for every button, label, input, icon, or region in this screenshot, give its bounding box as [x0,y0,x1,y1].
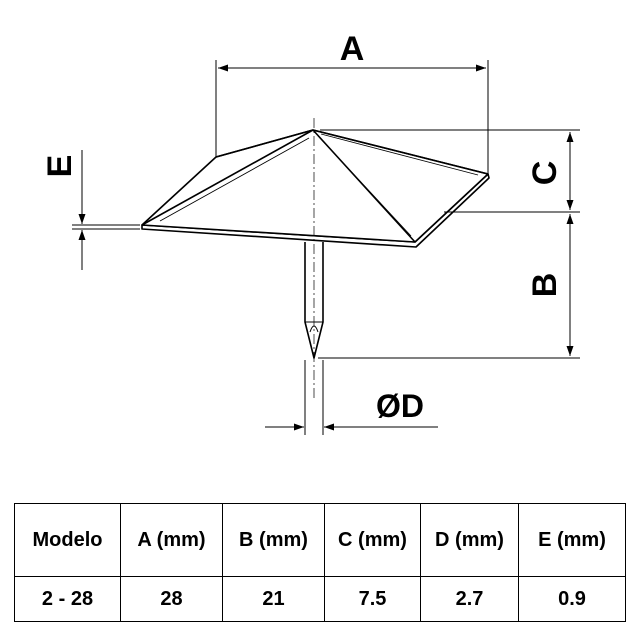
dimension-c-label: C [526,161,564,186]
table-row: 2 - 28 28 21 7.5 2.7 0.9 [14,576,626,622]
dimension-a [215,60,489,174]
dimension-d-label: ØD [376,388,424,424]
header-e: E (mm) [518,503,626,577]
dimension-a-label: A [340,30,365,68]
header-b: B (mm) [222,503,325,577]
cell-d: 2.7 [420,576,519,622]
cell-c: 7.5 [324,576,421,622]
table-header-row: Modelo A (mm) B (mm) C (mm) D (mm) E (mm… [14,503,626,577]
header-d: D (mm) [420,503,519,577]
specifications-table: Modelo A (mm) B (mm) C (mm) D (mm) E (mm… [14,503,626,622]
header-c: C (mm) [324,503,421,577]
dimension-b-label: B [526,273,564,298]
header-a: A (mm) [120,503,223,577]
dimension-d [265,360,438,435]
header-modelo: Modelo [14,503,121,577]
dimension-b [318,214,580,359]
tack-head [141,129,490,248]
cell-e: 0.9 [518,576,626,622]
cell-modelo: 2 - 28 [14,576,121,622]
pyramid-tack-technical-drawing: A C B E ØD [41,30,580,435]
cell-a: 28 [120,576,223,622]
cell-b: 21 [222,576,325,622]
dimension-e [72,150,140,270]
dimension-e-label: E [41,155,79,178]
dimension-c [320,129,580,213]
